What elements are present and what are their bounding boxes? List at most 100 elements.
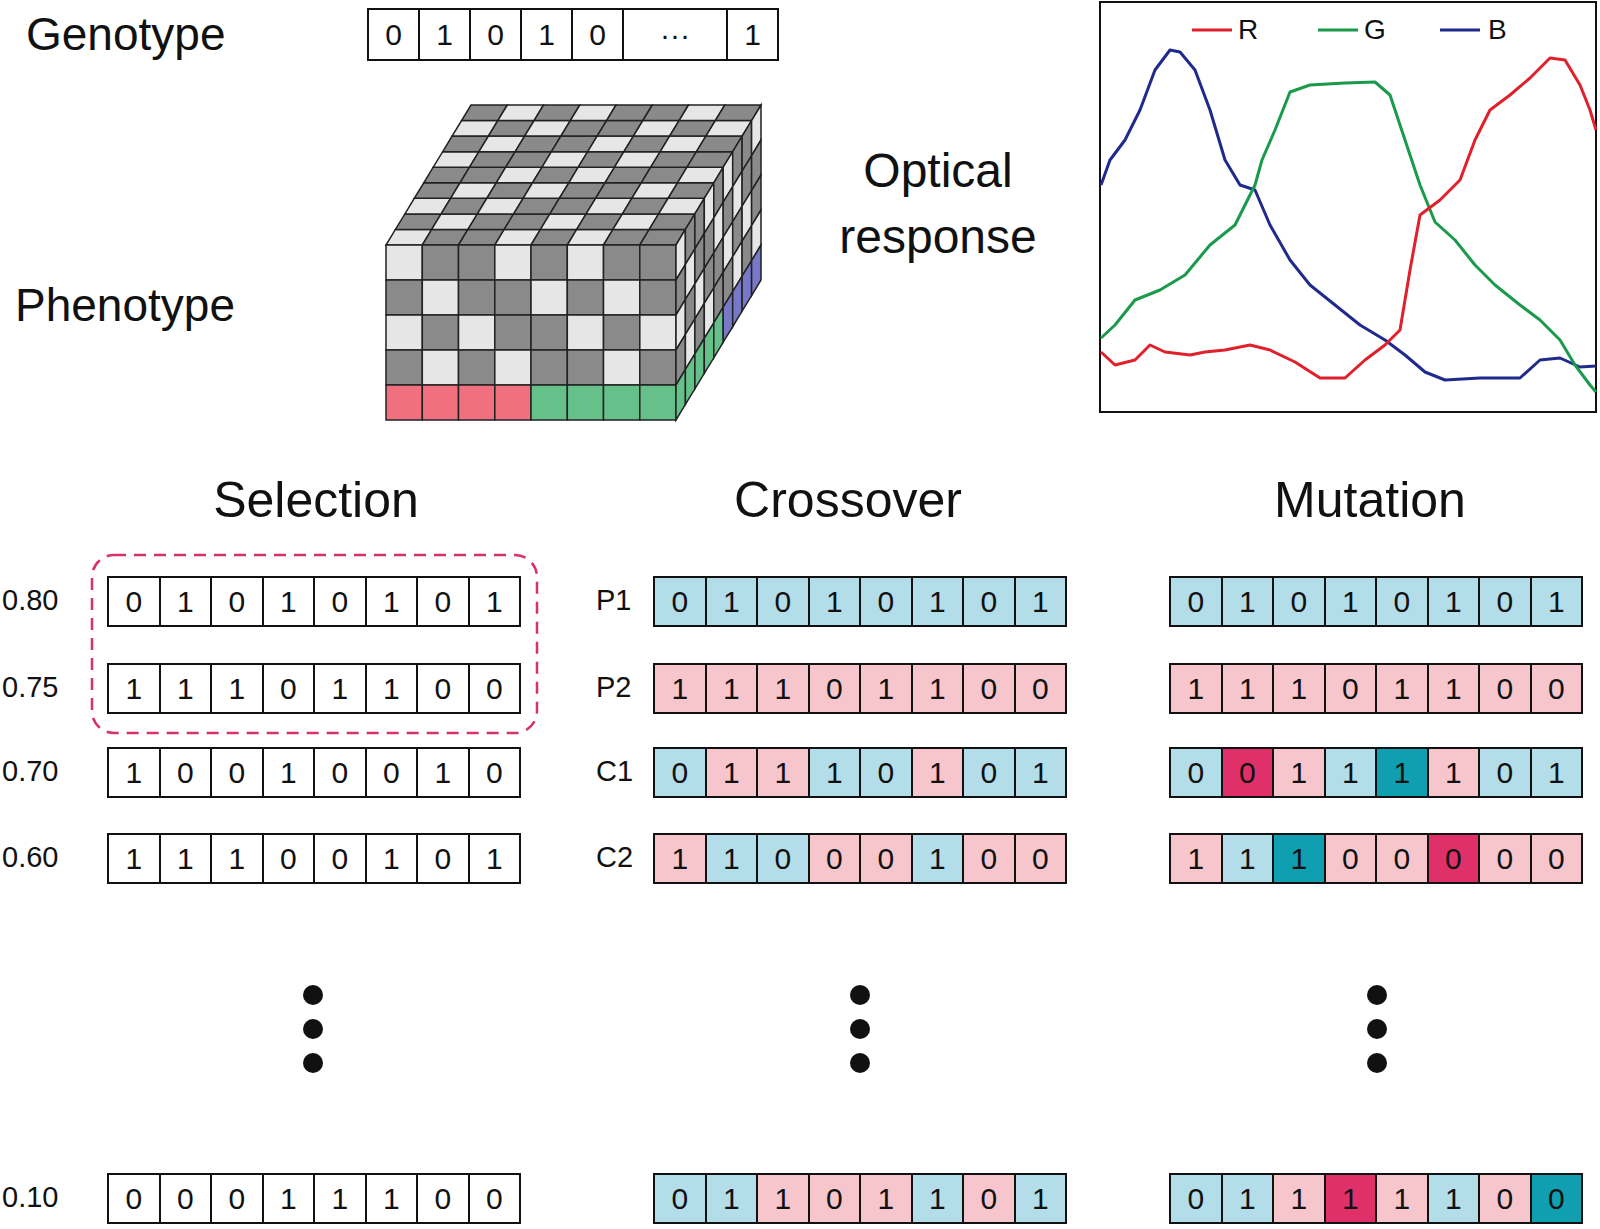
fitness-value: 0.80 — [2, 584, 58, 617]
bit-cell: 0 — [962, 663, 1016, 714]
row-heading: Phenotype — [15, 279, 235, 332]
bit-cell: 1 — [468, 833, 522, 884]
dot — [1367, 985, 1387, 1005]
voxel-face — [459, 385, 495, 420]
bit-cell: 1 — [756, 747, 810, 798]
voxel-face — [386, 315, 422, 350]
voxel-face — [640, 280, 676, 315]
bit-cell: 0 — [210, 1173, 264, 1224]
bit-cell: 0 — [159, 747, 213, 798]
voxel-face — [531, 245, 567, 280]
bit-cell: 1 — [1221, 1173, 1275, 1224]
voxel-face — [386, 350, 422, 385]
bit-cell: 1 — [418, 8, 471, 61]
bit-cell: 0 — [1221, 747, 1275, 798]
bit-cell: 1 — [756, 663, 810, 714]
bit-cell: 1 — [1169, 663, 1223, 714]
voxel-face — [531, 315, 567, 350]
bit-cell: 1 — [1375, 747, 1429, 798]
bit-cell: 0 — [416, 833, 470, 884]
bit-cell: 1 — [210, 663, 264, 714]
bit-cell: 1 — [911, 747, 965, 798]
bit-cell: 0 — [1324, 833, 1378, 884]
bit-cell: 1 — [1014, 747, 1068, 798]
voxel-face — [495, 245, 531, 280]
bit-cell: 1 — [1169, 833, 1223, 884]
bit-cell: 0 — [313, 833, 367, 884]
voxel-face — [386, 280, 422, 315]
legend-line-blue — [1440, 29, 1480, 32]
bit-cell: 1 — [1427, 1173, 1481, 1224]
bit-cell: 0 — [1169, 576, 1223, 627]
bit-cell: 1 — [1427, 747, 1481, 798]
step-heading: Crossover — [734, 472, 962, 530]
bit-cell: 0 — [365, 747, 419, 798]
voxel-face — [685, 354, 695, 405]
voxel-face — [495, 385, 531, 420]
bit-cell: 0 — [1478, 833, 1532, 884]
bit-cell: 0 — [1169, 747, 1223, 798]
bit-cell: ··· — [622, 8, 728, 61]
bit-cell: 0 — [468, 1173, 522, 1224]
bit-cell: 0 — [1272, 576, 1326, 627]
bit-cell: 0 — [653, 576, 707, 627]
bit-cell: 0 — [962, 1173, 1016, 1224]
bit-cell: 0 — [416, 576, 470, 627]
selection-bracket — [92, 555, 537, 733]
bit-cell: 0 — [756, 576, 810, 627]
bit-cell: 0 — [210, 576, 264, 627]
voxel-face — [640, 245, 676, 280]
parent-child-tag: P2 — [596, 671, 631, 704]
parent-child-tag: C1 — [596, 755, 633, 788]
bit-cell: 1 — [365, 576, 419, 627]
bit-cell: 1 — [1221, 663, 1275, 714]
voxel-face — [567, 315, 603, 350]
voxel-face — [604, 280, 640, 315]
bit-cell: 0 — [1375, 833, 1429, 884]
bit-cell: 0 — [1324, 663, 1378, 714]
bit-cell: 1 — [1427, 663, 1481, 714]
red-curve — [1101, 58, 1596, 378]
voxel-face — [604, 385, 640, 420]
bit-cell: 1 — [1221, 833, 1275, 884]
bit-cell: 1 — [1014, 1173, 1068, 1224]
dot — [850, 1019, 870, 1039]
voxel-face — [422, 280, 458, 315]
bit-cell: 1 — [159, 576, 213, 627]
bit-cell: 1 — [1272, 663, 1326, 714]
bit-cell: 1 — [107, 833, 161, 884]
bit-cell: 1 — [726, 8, 779, 61]
bit-cell: 0 — [313, 576, 367, 627]
bit-cell: 0 — [468, 663, 522, 714]
voxel-face — [695, 338, 704, 389]
bit-cell: 0 — [962, 833, 1016, 884]
bit-cell: 0 — [416, 1173, 470, 1224]
voxel-face — [604, 315, 640, 350]
bit-cell: 1 — [416, 747, 470, 798]
voxel-face — [714, 307, 723, 358]
voxel-face — [422, 385, 458, 420]
bit-cell: 1 — [756, 1173, 810, 1224]
voxel-face — [604, 350, 640, 385]
bit-cell: 0 — [262, 663, 316, 714]
fitness-value: 0.60 — [2, 841, 58, 874]
bit-cell: 0 — [859, 833, 913, 884]
bit-cell: 0 — [808, 833, 862, 884]
bit-cell: 0 — [159, 1173, 213, 1224]
voxel-face — [531, 280, 567, 315]
voxel-face — [567, 280, 603, 315]
voxel-face — [459, 245, 495, 280]
parent-child-tag: C2 — [596, 841, 633, 874]
bit-cell: 1 — [107, 747, 161, 798]
bit-cell: 1 — [365, 663, 419, 714]
voxel-face — [567, 350, 603, 385]
legend-line-green — [1318, 29, 1358, 32]
legend-line-red — [1192, 29, 1232, 32]
voxel-face — [422, 315, 458, 350]
bit-cell: 0 — [653, 747, 707, 798]
bit-cell: 1 — [859, 1173, 913, 1224]
dot — [850, 985, 870, 1005]
bit-cell: 0 — [571, 8, 624, 61]
plot-frame — [1100, 2, 1596, 412]
bit-cell: 1 — [705, 663, 759, 714]
